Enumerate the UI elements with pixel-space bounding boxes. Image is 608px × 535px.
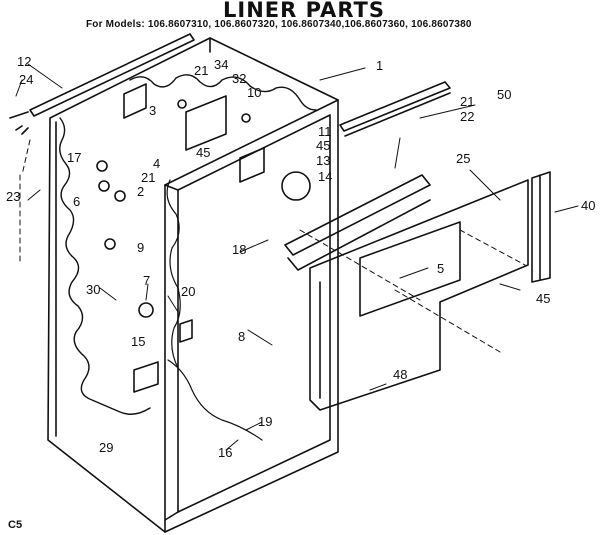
callout-16: 16	[218, 445, 233, 460]
callout-14: 14	[318, 169, 333, 184]
callout-23: 23	[6, 189, 21, 204]
model-numbers: For Models: 106.8607310, 106.8607320, 10…	[86, 19, 472, 30]
callout-9: 9	[137, 240, 145, 255]
side-trim	[531, 171, 551, 283]
callout-32: 32	[232, 71, 247, 86]
callout-21-right: 21	[460, 94, 475, 109]
callout-40: 40	[581, 198, 596, 213]
callout-3: 3	[149, 103, 157, 118]
insulation-top	[129, 74, 317, 111]
callout-13: 13	[316, 153, 331, 168]
callout-45-mid: 45	[196, 145, 211, 160]
callout-10: 10	[247, 85, 262, 100]
callout-29: 29	[99, 440, 114, 455]
side-rail	[29, 33, 195, 117]
insulation-left	[59, 117, 151, 415]
liner-inner-compartment	[177, 114, 331, 513]
callout-8: 8	[238, 329, 246, 344]
callout-5: 5	[437, 261, 445, 276]
callout-48: 48	[393, 367, 408, 382]
callout-45-top: 45	[316, 138, 331, 153]
callout-18: 18	[232, 242, 247, 257]
callout-7: 7	[143, 273, 151, 288]
callout-25: 25	[456, 151, 471, 166]
callout-11: 11	[318, 124, 332, 139]
callout-45-right: 45	[536, 291, 551, 306]
callout-15: 15	[131, 334, 146, 349]
callout-50: 50	[497, 87, 512, 102]
callout-4: 4	[153, 156, 161, 171]
breaker-strip	[339, 81, 451, 132]
callout-21-top: 21	[194, 63, 209, 78]
callout-21-left: 21	[141, 170, 156, 185]
callout-24: 24	[19, 72, 34, 87]
callout-17: 17	[67, 150, 82, 165]
callout-34: 34	[214, 57, 229, 72]
callout-6: 6	[73, 194, 81, 209]
callout-1: 1	[376, 58, 384, 73]
diagram-title: LINER PARTS	[223, 0, 385, 22]
air-duct	[284, 174, 431, 256]
callout-12: 12	[17, 54, 32, 69]
callout-20: 20	[181, 284, 196, 299]
callout-22: 22	[460, 109, 475, 124]
rivet	[177, 99, 187, 109]
callout-2: 2	[137, 184, 145, 199]
callout-30: 30	[86, 282, 101, 297]
diagram-code: C5	[8, 519, 23, 531]
evaporator-cover	[309, 179, 529, 411]
callout-19: 19	[258, 414, 273, 429]
